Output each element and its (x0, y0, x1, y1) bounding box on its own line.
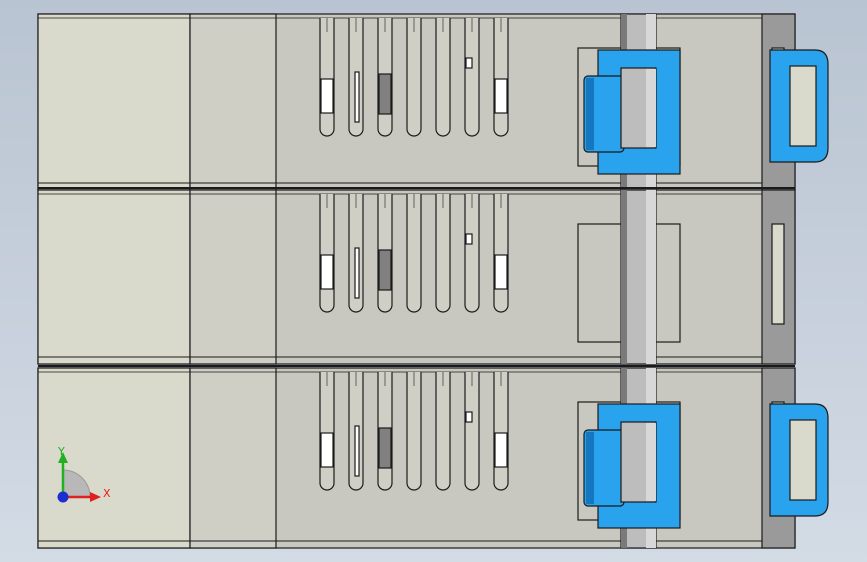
module-mid-face (189, 189, 277, 365)
slot-window-white (494, 78, 508, 114)
conductor-slot (435, 194, 451, 313)
handle-opening (789, 65, 817, 147)
y-axis-label: Y (57, 445, 65, 458)
slot-window-thin (354, 71, 360, 123)
y-axis-arrow-icon (58, 452, 68, 463)
slot-window-tab (465, 233, 473, 245)
clip-lever-shade (586, 78, 594, 150)
origin-dot-icon (57, 491, 69, 503)
din-rail-shadow (621, 190, 627, 364)
slot-window-white (494, 254, 508, 290)
slot-window-dark (378, 427, 392, 469)
conductor-slot (435, 18, 451, 137)
din-rail-highlight (646, 423, 656, 501)
x-axis-label: X (103, 487, 111, 500)
slot-window-white (320, 254, 334, 290)
conductor-slot (406, 372, 422, 491)
conductor-slot (406, 194, 422, 313)
module-mid-face (189, 367, 277, 549)
conductor-slot (464, 194, 480, 313)
slot-window-thin (354, 247, 360, 299)
end-cap-window (771, 223, 785, 325)
module-mid-face (189, 13, 277, 191)
triad-quarter-arc (62, 469, 91, 498)
slot-window-tab (465, 57, 473, 69)
slot-window-white (320, 432, 334, 468)
handle-opening (789, 419, 817, 501)
module-left-face (37, 189, 191, 365)
slot-window-dark (378, 249, 392, 291)
x-axis-arrow-icon (90, 492, 101, 502)
slot-window-tab (465, 411, 473, 423)
slot-window-dark (378, 73, 392, 115)
din-rail-highlight (646, 69, 656, 147)
din-rail-highlight (646, 190, 656, 364)
conductor-slot (464, 18, 480, 137)
slot-window-thin (354, 425, 360, 477)
conductor-slot (435, 372, 451, 491)
slot-window-white (320, 78, 334, 114)
conductor-slot (406, 18, 422, 137)
module-left-face (37, 13, 191, 191)
clip-lever-shade (586, 432, 594, 504)
conductor-slot (464, 372, 480, 491)
slot-window-white (494, 432, 508, 468)
